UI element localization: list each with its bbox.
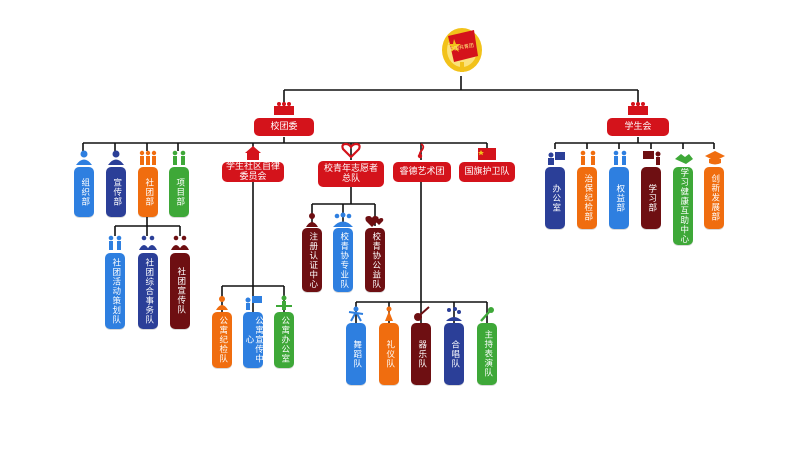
home-icon — [245, 146, 261, 160]
league-committee-label: 校团委 — [270, 121, 298, 132]
volunteer-corps-box: 校青年志愿者总队 — [318, 161, 384, 187]
person-icon — [306, 213, 318, 227]
union-dept-security: 治保纪检部 — [577, 167, 597, 229]
community-unit-office: 公寓办公室 — [274, 312, 294, 368]
dept-publicity-label: 宣传部 — [111, 177, 122, 207]
club-unit-affairs: 社团综合事务队 — [138, 253, 158, 329]
volunteer-unit-professional: 校青协专业队 — [333, 228, 353, 292]
volunteer-unit-charity-label: 校青协公益队 — [370, 231, 381, 289]
art-unit-instrumental: 器乐队 — [411, 323, 431, 385]
heart-icon — [365, 216, 384, 227]
meeting-icon — [274, 102, 294, 115]
union-dept-rights-label: 权益部 — [614, 183, 625, 213]
community-unit-publicity: 公寓宣传中心 — [243, 312, 264, 368]
computer-icon — [548, 152, 565, 165]
union-dept-rights: 权益部 — [609, 167, 629, 229]
dept-organization-label: 组织部 — [79, 177, 90, 207]
club-unit-planning: 社团活动策划队 — [105, 253, 125, 329]
art-unit-dance: 舞蹈队 — [346, 323, 366, 385]
community-committee-box: 学生社区自律委员会 — [222, 162, 284, 182]
union-dept-study-label: 学习部 — [646, 183, 657, 213]
dance-icon — [348, 306, 364, 322]
union-dept-study: 学习部 — [641, 167, 661, 229]
art-unit-hosting-label: 主持表演队 — [482, 330, 493, 378]
people-icon — [172, 150, 186, 165]
people-icon — [613, 150, 627, 165]
music-note-icon — [417, 143, 425, 159]
club-unit-publicity: 社团宣传队 — [170, 253, 190, 329]
volunteer-corps-label: 校青年志愿者总队 — [324, 163, 379, 184]
emblem-icon — [442, 28, 482, 72]
art-unit-etiquette-label: 礼仪队 — [384, 339, 395, 369]
notes-icon — [446, 307, 462, 321]
club-unit-affairs-label: 社团综合事务队 — [143, 257, 154, 325]
dept-clubs: 社团部 — [138, 167, 158, 217]
dept-publicity: 宣传部 — [106, 167, 126, 217]
art-unit-hosting: 主持表演队 — [477, 323, 497, 385]
people-icon — [276, 295, 292, 310]
person-icon — [385, 306, 393, 321]
league-committee-box: 校团委 — [254, 118, 314, 136]
art-unit-etiquette: 礼仪队 — [379, 323, 399, 385]
people-icon — [580, 150, 596, 165]
meeting-icon — [628, 102, 648, 115]
teacher-icon — [643, 151, 661, 165]
community-unit-discipline-label: 公寓纪检队 — [217, 316, 228, 364]
art-troupe-label: 睿德艺术团 — [399, 166, 445, 177]
volunteer-unit-charity: 校青协公益队 — [365, 228, 385, 292]
community-unit-discipline: 公寓纪检队 — [212, 312, 232, 368]
guitar-icon — [414, 306, 430, 321]
flag-icon — [478, 148, 496, 160]
union-dept-office-label: 办公室 — [550, 183, 561, 213]
student-union-box: 学生会 — [607, 118, 669, 136]
art-unit-choir: 合唱队 — [444, 323, 464, 385]
people-icon — [171, 235, 189, 250]
people-icon — [333, 212, 353, 227]
art-unit-instrumental-label: 器乐队 — [416, 339, 427, 369]
dept-projects-label: 项目部 — [174, 177, 185, 207]
person-icon — [216, 296, 228, 310]
union-dept-innovation-label: 创新发展部 — [709, 174, 720, 222]
people-icon — [108, 150, 124, 165]
dept-organization: 组织部 — [74, 167, 94, 217]
people-icon — [108, 235, 122, 250]
league-emblem: 中国共青团 — [440, 22, 484, 76]
union-dept-health: 学习健康互助中心 — [673, 167, 693, 245]
art-unit-dance-label: 舞蹈队 — [351, 339, 362, 369]
flag-guard-box: 国旗护卫队 — [459, 162, 515, 182]
graduation-icon — [705, 151, 725, 165]
people-icon — [139, 235, 157, 250]
dept-clubs-label: 社团部 — [143, 177, 154, 207]
art-unit-choir-label: 合唱队 — [449, 339, 460, 369]
people-icon — [139, 150, 157, 165]
club-unit-publicity-label: 社团宣传队 — [175, 267, 186, 315]
community-committee-label: 学生社区自律委员会 — [225, 161, 280, 182]
community-unit-publicity-label: 公寓宣传中心 — [244, 316, 264, 364]
flag-guard-label: 国旗护卫队 — [464, 166, 510, 177]
art-troupe-box: 睿德艺术团 — [393, 162, 451, 182]
club-unit-planning-label: 社团活动策划队 — [110, 257, 121, 325]
union-dept-innovation: 创新发展部 — [704, 167, 724, 229]
volunteer-unit-professional-label: 校青协专业队 — [338, 231, 349, 289]
heart-icon — [341, 142, 361, 158]
people-icon — [76, 150, 92, 165]
handshake-icon — [675, 154, 693, 164]
microphone-icon — [480, 307, 494, 322]
union-dept-health-label: 学习健康互助中心 — [678, 168, 689, 244]
dept-projects: 项目部 — [169, 167, 189, 217]
volunteer-unit-registration-label: 注册认证中心 — [307, 231, 318, 289]
union-dept-security-label: 治保纪检部 — [582, 174, 593, 222]
union-dept-office: 办公室 — [545, 167, 565, 229]
community-unit-office-label: 公寓办公室 — [279, 316, 290, 364]
student-union-label: 学生会 — [624, 121, 652, 132]
volunteer-unit-registration: 注册认证中心 — [302, 228, 322, 292]
presenter-icon — [245, 296, 262, 310]
